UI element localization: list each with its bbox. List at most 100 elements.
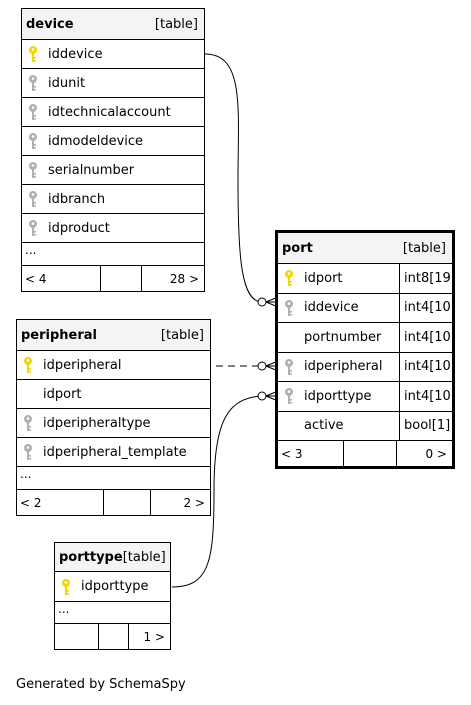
table-tag: [table] xyxy=(122,549,166,565)
column-cell: idperipheral xyxy=(17,351,210,379)
table-footer: < 2 2 > xyxy=(17,490,210,515)
column-cell: idmodeldevice xyxy=(22,127,204,155)
column-row[interactable]: idperipheral_template xyxy=(17,438,210,467)
column-cell: idunit xyxy=(22,69,204,97)
column-cell: idport xyxy=(278,264,399,293)
column-cell: idport xyxy=(17,380,210,408)
column-row[interactable]: idport int8[19] xyxy=(278,264,456,294)
footer-right-count[interactable]: 28 > xyxy=(169,271,199,286)
foreign-key-icon xyxy=(28,219,42,237)
column-name: iddevice xyxy=(304,300,359,316)
footer-left-count[interactable]: < 4 xyxy=(22,266,101,291)
table-tag: [table] xyxy=(402,240,446,256)
table-header: porttype [table] xyxy=(55,543,170,572)
table-footer: < 3 0 > xyxy=(278,441,452,466)
column-row[interactable]: portnumber int4[10] xyxy=(278,323,456,353)
foreign-key-icon xyxy=(284,299,298,317)
column-name: portnumber xyxy=(304,329,382,345)
foreign-key-icon xyxy=(284,358,298,376)
foreign-key-icon xyxy=(23,414,37,432)
foreign-key-icon xyxy=(284,387,298,405)
column-row[interactable]: idport xyxy=(17,380,210,409)
table-name: porttype xyxy=(59,549,123,565)
column-row[interactable]: iddevice xyxy=(22,40,204,69)
column-row[interactable]: idporttype int4[10] xyxy=(278,382,456,412)
footer-middle xyxy=(99,624,129,649)
primary-key-icon xyxy=(61,578,75,596)
foreign-key-icon xyxy=(28,103,42,121)
column-cell: idperipheral_template xyxy=(17,438,210,466)
more-columns-ellipsis: ... xyxy=(17,467,210,490)
column-row[interactable]: idperipheral xyxy=(17,351,210,380)
column-name: idporttype xyxy=(81,579,149,594)
primary-key-icon xyxy=(284,269,298,287)
table-header: peripheral [table] xyxy=(17,320,210,351)
footer-middle xyxy=(101,266,142,291)
column-cell: idtechnicalaccount xyxy=(22,98,204,126)
column-type: int8[19] xyxy=(399,264,456,293)
column-cell: idbranch xyxy=(22,185,204,213)
column-name: idporttype xyxy=(304,388,372,404)
foreign-key-icon xyxy=(28,74,42,92)
footer-left-count[interactable]: < 2 xyxy=(17,490,104,515)
column-cell: iddevice xyxy=(278,294,399,323)
table-footer: < 4 28 > xyxy=(22,266,204,291)
column-type: int4[10] xyxy=(399,323,456,352)
foreign-key-icon xyxy=(23,443,37,461)
column-name: idport xyxy=(304,270,343,286)
column-row[interactable]: iddevice int4[10] xyxy=(278,293,456,323)
table-header: device [table] xyxy=(22,9,204,40)
column-cell: idporttype xyxy=(278,382,399,411)
more-columns-ellipsis: ... xyxy=(55,602,170,624)
column-cell: idperipheral xyxy=(278,353,399,382)
column-row[interactable]: idporttype xyxy=(55,572,170,602)
column-name: idperipheral xyxy=(43,357,122,373)
footer-middle xyxy=(344,441,397,466)
column-type: bool[1] xyxy=(399,411,452,440)
foreign-key-icon xyxy=(28,161,42,179)
column-row[interactable]: serialnumber xyxy=(22,156,204,185)
relationship-device-port xyxy=(204,53,263,303)
column-name: idmodeldevice xyxy=(48,133,144,149)
foreign-key-icon xyxy=(28,190,42,208)
crowsfoot-idperipheral xyxy=(257,360,279,372)
column-row[interactable]: idperipheraltype xyxy=(17,409,210,438)
table-footer: 1 > xyxy=(55,624,170,649)
column-row[interactable]: idmodeldevice xyxy=(22,127,204,156)
column-name: idperipheraltype xyxy=(43,415,151,431)
footer-middle xyxy=(104,490,151,515)
footer-right-count[interactable]: 0 > xyxy=(425,446,447,461)
column-row[interactable]: active bool[1] xyxy=(278,411,452,441)
footer-left-count[interactable] xyxy=(55,624,99,649)
column-name: idtechnicalaccount xyxy=(48,104,171,120)
column-type: int4[10] xyxy=(399,382,456,411)
primary-key-icon xyxy=(28,45,42,63)
column-cell: serialnumber xyxy=(22,156,204,184)
table-tag: [table] xyxy=(160,327,204,343)
footer-left-count[interactable]: < 3 xyxy=(278,441,344,466)
column-name: idperipheral_template xyxy=(43,444,187,460)
column-name: idproduct xyxy=(48,220,110,236)
column-row[interactable]: idunit xyxy=(22,69,204,98)
column-name: iddevice xyxy=(48,46,103,62)
column-name: active xyxy=(304,418,344,434)
table-header: port [table] xyxy=(278,233,452,264)
column-row[interactable]: idbranch xyxy=(22,185,204,214)
table-peripheral[interactable]: peripheral [table] idperipheral idport idp… xyxy=(16,319,211,516)
column-row[interactable]: idtechnicalaccount xyxy=(22,98,204,127)
footer-right-count[interactable]: 1 > xyxy=(143,629,165,644)
column-type: int4[10] xyxy=(399,293,456,322)
table-name: device xyxy=(26,16,74,32)
table-device[interactable]: device [table] iddevice idunit idtechnical… xyxy=(21,8,205,292)
table-tag: [table] xyxy=(154,16,198,32)
column-cell: iddevice xyxy=(22,40,204,68)
column-cell: idporttype xyxy=(55,572,170,601)
table-port[interactable]: port [table] idport int8[19] iddevice int4[… xyxy=(275,230,456,469)
column-row[interactable]: idproduct xyxy=(22,214,204,243)
column-name: idbranch xyxy=(48,191,106,207)
more-columns-ellipsis: ... xyxy=(22,243,204,266)
table-porttype[interactable]: porttype [table] idporttype ... 1 > xyxy=(54,542,171,650)
footer-right-count[interactable]: 2 > xyxy=(183,495,205,510)
